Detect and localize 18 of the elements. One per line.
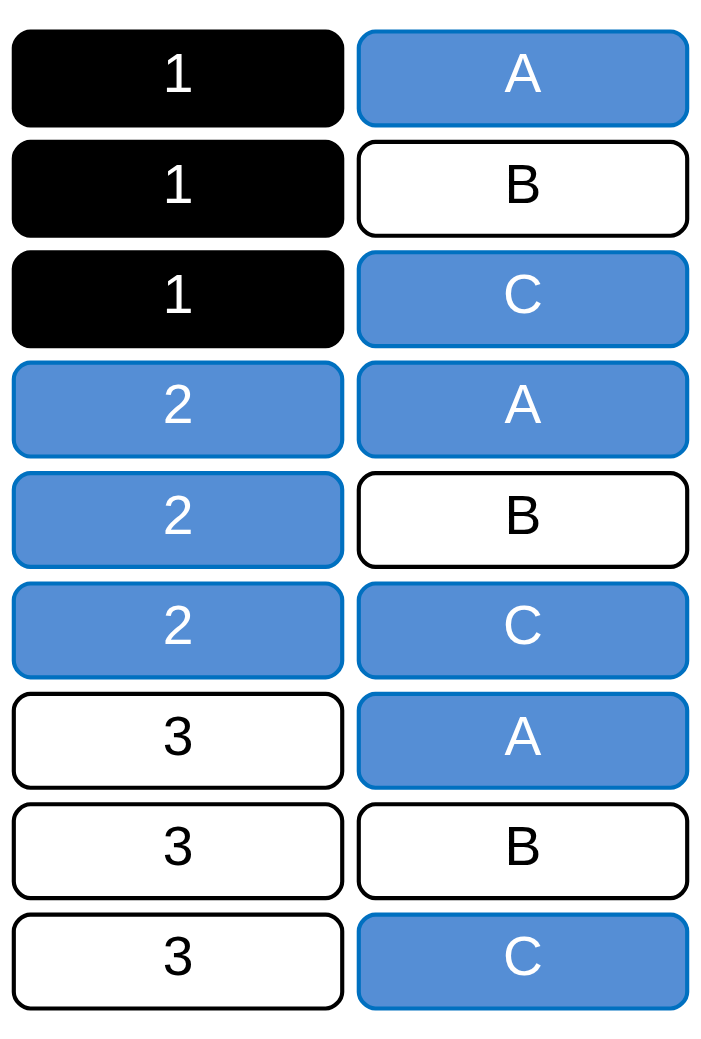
node-box: 3: [11, 912, 345, 1011]
node-box: A: [356, 360, 690, 459]
node-box: 2: [11, 580, 345, 679]
node-box: 1: [11, 249, 345, 348]
node-box: B: [356, 470, 690, 569]
node-box: C: [356, 249, 690, 348]
node-box: 2: [11, 360, 345, 459]
node-box: 1: [11, 28, 345, 127]
node-box: 1: [11, 139, 345, 238]
node-box: C: [356, 912, 690, 1011]
node-box: 2: [11, 470, 345, 569]
node-box: B: [356, 139, 690, 238]
node-box: C: [356, 580, 690, 679]
node-box: B: [356, 801, 690, 900]
node-box: 3: [11, 691, 345, 790]
node-box: 3: [11, 801, 345, 900]
node-box: A: [356, 28, 690, 127]
node-box: A: [356, 691, 690, 790]
